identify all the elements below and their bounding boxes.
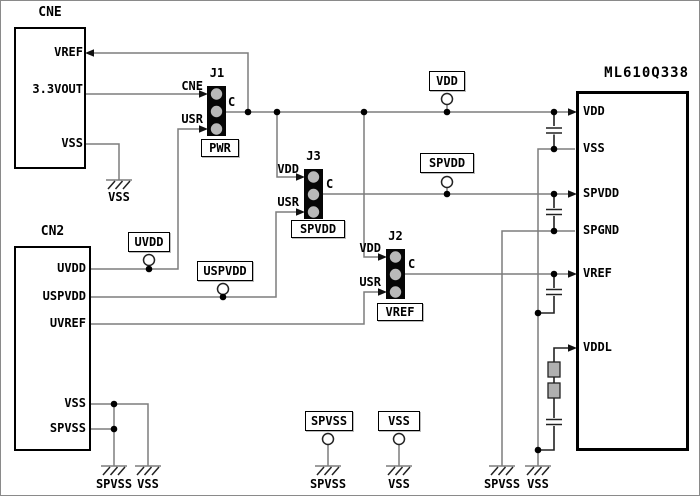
arrow-into-cne-vref	[85, 49, 94, 57]
tp-circle-vdd	[440, 92, 454, 106]
arrow-into-j1-top	[199, 90, 208, 98]
cne-pin-vref: VREF	[54, 45, 83, 59]
wire-cne-vss-to-ground	[85, 143, 120, 180]
capacitor-vref	[538, 274, 562, 314]
test-point-vdd: VDD	[429, 71, 465, 91]
arrow-into-ic-spvdd	[568, 190, 577, 198]
j3-function-tag: SPVDD	[291, 220, 345, 238]
wire-layer	[85, 52, 575, 466]
resistor-vddl-1	[547, 361, 561, 378]
wire-vref-feedback	[93, 52, 249, 112]
cn2-title: CN2	[40, 224, 65, 239]
arrow-into-ic-vddl	[568, 344, 577, 352]
ground-label-cne-vss: VSS	[108, 190, 130, 204]
ground-layer	[101, 179, 551, 476]
cn2-pin-vss: VSS	[64, 396, 86, 410]
cn2-pin-uvref: UVREF	[49, 316, 86, 330]
ic-pin-vdd: VDD	[583, 104, 605, 118]
test-point-uvdd: UVDD	[128, 232, 170, 252]
vddl-resistors	[547, 361, 561, 399]
capacitor-vdd-vss	[546, 112, 562, 149]
j3-designator: J3	[306, 149, 321, 163]
j1-function-tag: PWR	[201, 139, 239, 157]
ground-mid-vss	[386, 465, 412, 476]
arrow-into-j1-bottom	[199, 125, 208, 133]
ground-label-left-vss: VSS	[137, 477, 159, 491]
resistor-vddl-2	[547, 382, 561, 399]
tp-circle-spvdd	[440, 175, 454, 189]
ground-right-vss	[525, 465, 551, 476]
wire-uvdd-to-j1-usr	[90, 128, 200, 270]
j1-designator: J1	[209, 66, 225, 80]
test-point-vss: VSS	[378, 411, 420, 431]
j1-top-label: CNE	[181, 79, 203, 93]
junction-dots	[110, 108, 558, 454]
arrow-into-j3-top	[296, 173, 305, 181]
wire-uvref-to-j2-usr	[90, 291, 378, 325]
j3-common-label: C	[326, 177, 334, 191]
ground-label-mid-spvss: SPVSS	[309, 477, 347, 491]
capacitor-spvdd-spgnd	[546, 194, 562, 231]
test-point-spvdd: SPVDD	[420, 153, 474, 173]
vddl-filter-wiring	[538, 347, 569, 451]
arrow-into-j2-top	[378, 253, 387, 261]
tp-circle-vss	[392, 432, 406, 446]
wire-vss-rail	[537, 148, 575, 466]
j3-top-label: VDD	[277, 162, 299, 176]
j2-designator: J2	[388, 229, 403, 243]
arrow-into-j2-bottom	[378, 288, 387, 296]
cne-pin-vss: VSS	[61, 136, 83, 150]
ground-label-right-spvss: SPVSS	[483, 477, 521, 491]
ground-mid-spvss	[315, 465, 341, 476]
arrow-into-ic-vref	[568, 270, 577, 278]
test-point-spvss: SPVSS	[305, 411, 353, 431]
cn2-pin-spvss: SPVSS	[49, 421, 86, 435]
capacitor-layer	[538, 112, 569, 451]
wire-uspvdd-to-j3-usr	[90, 211, 297, 298]
ic-box	[576, 91, 689, 451]
test-point-uspvdd: USPVDD	[197, 261, 253, 281]
wire-vdd-to-j3	[276, 112, 297, 178]
ic-title: ML610Q338	[604, 65, 689, 81]
ground-label-mid-vss: VSS	[388, 477, 410, 491]
j1-bottom-label: USR	[181, 112, 203, 126]
tp-circle-uspvdd	[216, 282, 230, 296]
jumper-j1-block	[207, 86, 226, 136]
arrowheads	[85, 49, 577, 352]
ground-label-left-spvss: SPVSS	[95, 477, 133, 491]
ic-pin-spgnd: SPGND	[583, 223, 620, 237]
ic-pin-vref: VREF	[583, 266, 612, 280]
tp-circle-uvdd	[142, 253, 156, 267]
j2-top-label: VDD	[359, 241, 381, 255]
test-point-circles	[142, 92, 454, 446]
ground-label-right-vss: VSS	[527, 477, 549, 491]
ground-right-spvss	[489, 465, 515, 476]
ground-left-vss	[135, 465, 161, 476]
cne-connector-box	[14, 27, 86, 169]
cn2-pin-uspvdd: USPVDD	[42, 289, 86, 303]
cne-title: CNE	[38, 5, 62, 20]
j3-bottom-label: USR	[277, 195, 299, 209]
ground-left-spvss	[101, 465, 127, 476]
wire-spgnd-rail	[501, 230, 575, 466]
wire-vdd-to-j2	[363, 112, 378, 258]
j2-function-tag: VREF	[377, 303, 423, 321]
cne-pin-3v3out: 3.3VOUT	[32, 82, 83, 96]
jumper-j2-block	[386, 249, 405, 299]
ground-cne-vss	[106, 179, 132, 190]
jumper-j3-block	[304, 169, 323, 219]
cn2-pin-uvdd: UVDD	[57, 261, 86, 275]
arrow-into-j3-bottom	[296, 208, 305, 216]
ic-pin-spvdd: SPVDD	[583, 186, 620, 200]
j1-common-label: C	[228, 95, 236, 109]
tp-circle-spvss	[321, 432, 335, 446]
arrow-into-ic-vdd	[568, 108, 577, 116]
wire-cn2-vss-to-ground	[90, 403, 149, 466]
ic-pin-vddl: VDDL	[583, 340, 612, 354]
j2-common-label: C	[408, 257, 416, 271]
j2-bottom-label: USR	[359, 275, 381, 289]
ic-pin-vss: VSS	[583, 141, 605, 155]
cn2-connector-box	[14, 246, 91, 451]
